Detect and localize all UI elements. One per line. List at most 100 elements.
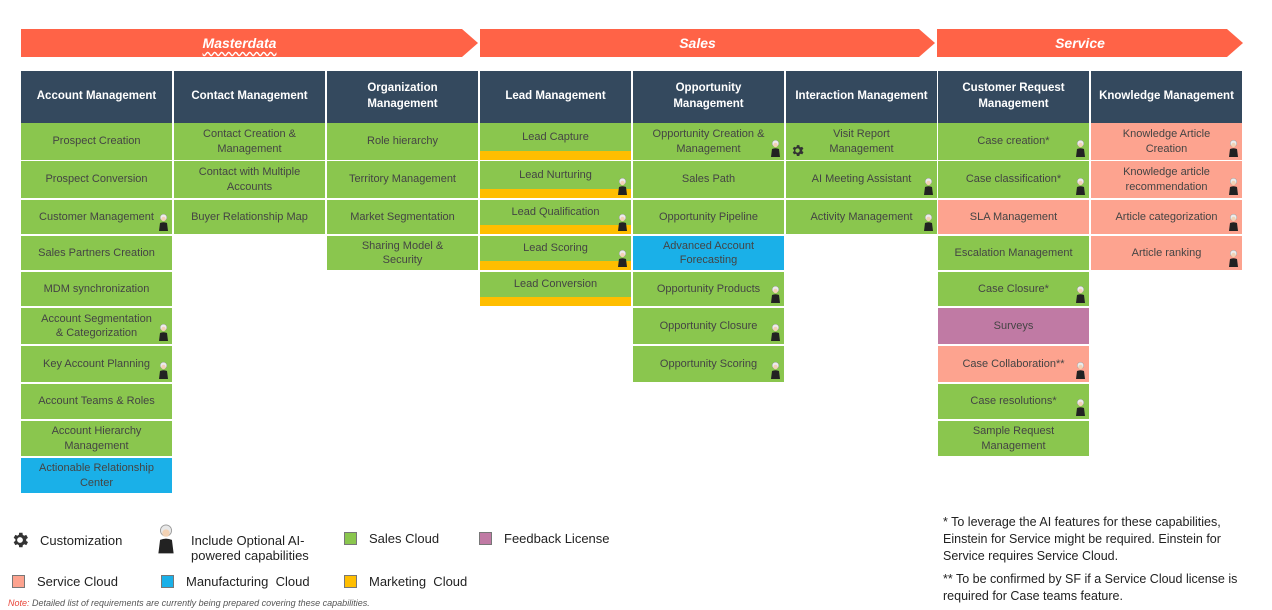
capability-surveys[interactable]: Surveys	[938, 308, 1089, 344]
einstein-icon	[157, 213, 170, 231]
capability-lead-scoring[interactable]: Lead Scoring	[480, 236, 631, 270]
capability-label: Account Segmentation & Categorization	[41, 312, 152, 339]
capability-label: Surveys	[993, 319, 1034, 332]
einstein-icon	[1074, 398, 1087, 416]
einstein-icon	[616, 177, 629, 195]
capability-market-segmentation[interactable]: Market Segmentation	[327, 200, 478, 234]
capability-label: Visit Report Management	[829, 128, 894, 155]
capability-sample-request-management[interactable]: Sample Request Management	[938, 421, 1089, 456]
capability-sales-partners-creation[interactable]: Sales Partners Creation	[21, 236, 172, 270]
legend-service-cloud: Service Cloud	[12, 574, 118, 589]
capability-lead-conversion[interactable]: Lead Conversion	[480, 272, 631, 306]
einstein-icon	[1074, 361, 1087, 379]
capability-customer-management[interactable]: Customer Management	[21, 200, 172, 234]
gear-icon	[13, 532, 28, 548]
sales-banner: Sales	[480, 29, 935, 57]
legend-service-cloud-label: Service Cloud	[37, 574, 118, 589]
capability-opportunity-pipeline[interactable]: Opportunity Pipeline	[633, 200, 784, 234]
service-banner: Service	[937, 29, 1243, 57]
capability-sharing-model-security[interactable]: Sharing Model & Security	[327, 236, 478, 270]
capability-sales-path[interactable]: Sales Path	[633, 161, 784, 198]
capability-opportunity-creation-management[interactable]: Opportunity Creation & Management	[633, 123, 784, 160]
capability-lead-nurturing[interactable]: Lead Nurturing	[480, 161, 631, 198]
capability-opportunity-products[interactable]: Opportunity Products	[633, 272, 784, 306]
capability-label: Account Teams & Roles	[38, 395, 155, 408]
capability-label: Territory Management	[349, 173, 456, 186]
capability-label: Case resolutions*	[970, 395, 1057, 408]
marketing-cloud-stripe	[480, 225, 631, 234]
column-header: Opportunity Management	[633, 71, 784, 123]
capability-buyer-relationship-map[interactable]: Buyer Relationship Map	[174, 200, 325, 234]
feedback-license-swatch	[479, 532, 492, 545]
capability-label: AI Meeting Assistant	[811, 173, 912, 186]
column-header: Customer Request Management	[938, 71, 1089, 123]
capability-case-closure[interactable]: Case Closure*	[938, 272, 1089, 306]
capability-label: Case creation*	[977, 135, 1050, 148]
einstein-icon	[769, 285, 782, 303]
capability-label: Lead Qualification	[511, 206, 600, 219]
capability-opportunity-closure[interactable]: Opportunity Closure	[633, 308, 784, 344]
capability-escalation-management[interactable]: Escalation Management	[938, 236, 1089, 270]
sales-banner-label: Sales	[679, 35, 716, 51]
legend-feedback-license-label: Feedback License	[504, 531, 610, 546]
capability-case-creation[interactable]: Case creation*	[938, 123, 1089, 160]
capability-case-resolutions[interactable]: Case resolutions*	[938, 384, 1089, 419]
capability-contact-creation-management[interactable]: Contact Creation & Management	[174, 123, 325, 160]
footnote-einstein-service: * To leverage the AI features for these …	[943, 515, 1221, 563]
service-banner-label: Service	[1055, 35, 1105, 51]
capability-article-ranking[interactable]: Article ranking	[1091, 236, 1242, 270]
column-header: Contact Management	[174, 71, 325, 123]
capability-sla-management[interactable]: SLA Management	[938, 200, 1089, 234]
einstein-icon	[769, 323, 782, 341]
capability-label: Case classification*	[965, 173, 1062, 186]
capability-visit-report-management[interactable]: Visit Report Management	[786, 123, 937, 160]
capability-opportunity-scoring[interactable]: Opportunity Scoring	[633, 346, 784, 382]
capability-label: Opportunity Closure	[659, 319, 758, 332]
capability-label: Customer Management	[39, 210, 154, 223]
column-header: Account Management	[21, 71, 172, 123]
einstein-icon	[616, 213, 629, 231]
capability-knowledge-article-recommendation[interactable]: Knowledge article recommendation	[1091, 161, 1242, 198]
capability-case-classification[interactable]: Case classification*	[938, 161, 1089, 198]
einstein-icon	[616, 249, 629, 267]
capability-label: Opportunity Products	[656, 282, 761, 295]
capability-activity-management[interactable]: Activity Management	[786, 200, 937, 234]
capability-knowledge-article-creation[interactable]: Knowledge Article Creation	[1091, 123, 1242, 160]
capability-label: Lead Scoring	[523, 242, 588, 255]
capability-prospect-creation[interactable]: Prospect Creation	[21, 123, 172, 160]
note-text: Detailed list of requirements are curren…	[29, 598, 370, 608]
einstein-icon	[922, 177, 935, 195]
capability-actionable-relationship-center[interactable]: Actionable Relationship Center	[21, 458, 172, 493]
capability-label: Contact with Multiple Accounts	[198, 166, 301, 193]
capability-account-hierarchy-management[interactable]: Account Hierarchy Management	[21, 421, 172, 456]
capability-article-categorization[interactable]: Article categorization	[1091, 200, 1242, 234]
einstein-icon	[158, 524, 174, 554]
capability-account-teams-roles[interactable]: Account Teams & Roles	[21, 384, 172, 419]
capability-territory-management[interactable]: Territory Management	[327, 161, 478, 198]
capability-prospect-conversion[interactable]: Prospect Conversion	[21, 161, 172, 198]
footnote-case-teams: ** To be confirmed by SF if a Service Cl…	[943, 572, 1238, 603]
capability-key-account-planning[interactable]: Key Account Planning	[21, 346, 172, 382]
capability-lead-capture[interactable]: Lead Capture	[480, 123, 631, 160]
legend-sales-cloud: Sales Cloud	[344, 531, 439, 546]
masterdata-banner: Masterdata	[21, 29, 478, 57]
capability-account-segmentation-categorization[interactable]: Account Segmentation & Categorization	[21, 308, 172, 344]
capability-label: Role hierarchy	[367, 135, 438, 148]
einstein-icon	[922, 213, 935, 231]
capability-label: MDM synchronization	[43, 282, 150, 295]
capability-advanced-account-forecasting[interactable]: Advanced Account Forecasting	[633, 236, 784, 270]
capability-label: Prospect Conversion	[45, 173, 148, 186]
capability-mdm-synchronization[interactable]: MDM synchronization	[21, 272, 172, 306]
gear-icon	[790, 143, 805, 158]
capability-lead-qualification[interactable]: Lead Qualification	[480, 200, 631, 234]
legend-marketing-cloud-label: Marketing Cloud	[369, 574, 468, 589]
capability-ai-meeting-assistant[interactable]: AI Meeting Assistant	[786, 161, 937, 198]
capability-role-hierarchy[interactable]: Role hierarchy	[327, 123, 478, 160]
capability-case-collaboration[interactable]: Case Collaboration**	[938, 346, 1089, 382]
capability-contact-with-multiple-accounts[interactable]: Contact with Multiple Accounts	[174, 161, 325, 198]
legend-customization-label: Customization	[40, 532, 123, 548]
marketing-cloud-stripe	[480, 261, 631, 270]
einstein-icon	[1074, 285, 1087, 303]
